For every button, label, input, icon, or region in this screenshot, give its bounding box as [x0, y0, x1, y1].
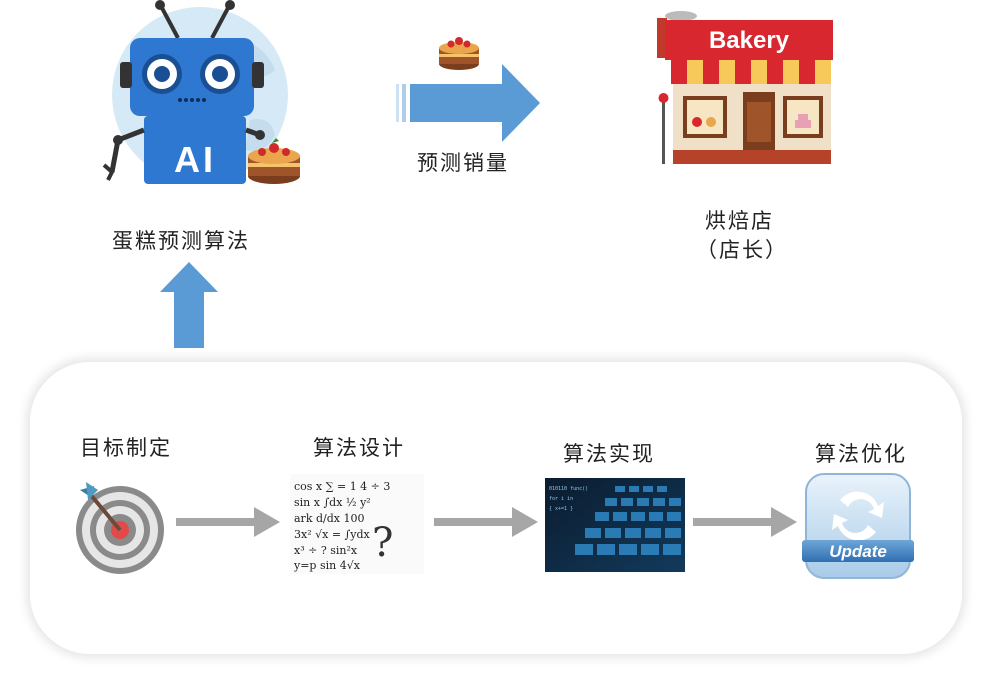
- arrow-right-icon: [176, 507, 280, 537]
- svg-text:AI: AI: [174, 139, 216, 180]
- svg-text:y=p sin 4√x: y=p sin 4√x: [293, 559, 361, 572]
- shop-role-label: （店长）: [696, 238, 788, 262]
- step-label-goal: 目标制定: [80, 436, 172, 460]
- cake-icon: [439, 37, 479, 70]
- svg-text:010110 func(): 010110 func(): [549, 486, 588, 492]
- arrow-right-icon: [434, 507, 538, 537]
- svg-text:3x² √x = ∫ydx: 3x² √x = ∫ydx: [294, 528, 371, 541]
- svg-text:for i in: for i in: [549, 496, 573, 502]
- bakery-shop-icon: Bakery: [657, 11, 833, 164]
- svg-text:Bakery: Bakery: [709, 27, 790, 54]
- step-label-optimize: 算法优化: [815, 442, 907, 466]
- arrow-up-icon: [160, 262, 218, 348]
- step-label-implement: 算法实现: [563, 442, 655, 466]
- arrow-right-icon: [693, 507, 797, 537]
- keyboard-icon: 010110 func() for i in { x+=1 }: [545, 478, 685, 572]
- math-formulas-icon: cos x ∑ = 1 4 ÷ 3 sin x ∫dx ½ y² ark d/d…: [290, 474, 424, 574]
- update-icon: Update: [802, 473, 914, 579]
- svg-text:{ x+=1 }: { x+=1 }: [549, 506, 573, 512]
- cake-icon: [248, 138, 300, 184]
- shop-label: 烘焙店: [705, 209, 774, 233]
- robot-ai-icon: AI: [102, 0, 300, 184]
- svg-text:cos x ∑ = 1 4 ÷ 3: cos x ∑ = 1 4 ÷ 3: [294, 480, 390, 493]
- svg-text:Update: Update: [829, 542, 887, 561]
- algorithm-label: 蛋糕预测算法: [112, 229, 250, 253]
- svg-text:x³ ÷ ? sin²x: x³ ÷ ? sin²x: [294, 544, 358, 557]
- svg-text:?: ?: [372, 520, 393, 566]
- arrow-right-icon: [396, 64, 540, 142]
- svg-text:sin x ∫dx ½ y²: sin x ∫dx ½ y²: [294, 496, 371, 509]
- sales-label: 预测销量: [417, 151, 509, 175]
- step-label-design: 算法设计: [313, 436, 405, 460]
- svg-text:ark d/dx 100: ark d/dx 100: [294, 512, 364, 525]
- target-icon: [76, 482, 164, 574]
